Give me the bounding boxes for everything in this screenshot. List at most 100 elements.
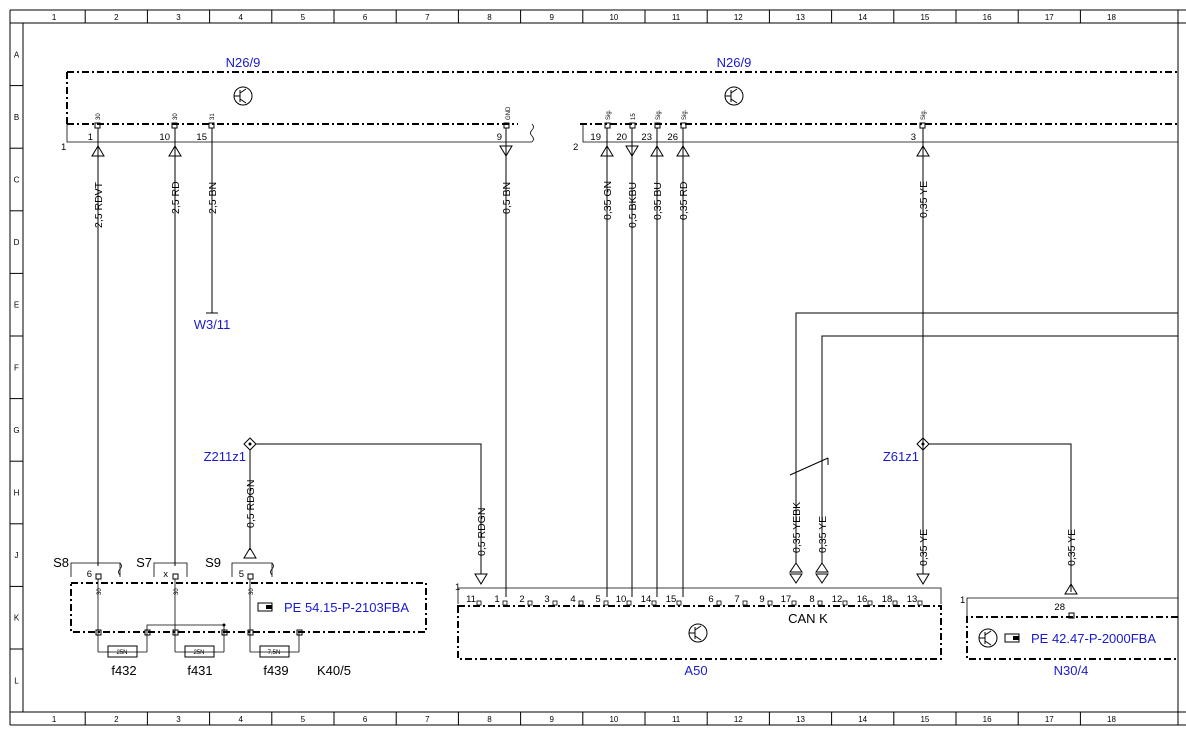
a50-pin-label: 17 xyxy=(781,594,792,605)
column-label: 7 xyxy=(425,715,430,724)
a50-pin xyxy=(791,600,797,606)
transistor-icon xyxy=(724,86,744,106)
n26-right-pin-26: Sig. 26 xyxy=(667,109,688,143)
svg-text:19: 19 xyxy=(590,132,601,143)
svg-text:28: 28 xyxy=(1054,602,1065,613)
column-label: 4 xyxy=(238,13,243,22)
svg-text:Sig.: Sig. xyxy=(682,109,688,120)
a50-pin-label: 18 xyxy=(882,594,893,605)
fuse-f431: 25N f431 xyxy=(174,632,225,678)
svg-text:20: 20 xyxy=(616,132,627,143)
n26-left-pin-1: 30 1 xyxy=(88,113,102,143)
row-label: K xyxy=(14,614,20,623)
svg-text:x: x xyxy=(163,569,168,580)
svg-text:Z211z1: Z211z1 xyxy=(204,449,246,464)
splice-z211: Z211z1 xyxy=(204,437,257,464)
a50-pin xyxy=(578,600,584,606)
column-label: 9 xyxy=(549,715,554,724)
wire-label: 0,35 YE xyxy=(918,529,930,566)
row-label: J xyxy=(15,551,19,560)
column-label: 1 xyxy=(52,13,57,22)
column-label: 14 xyxy=(858,715,867,724)
wire-label: 0,5 BKBU xyxy=(627,182,639,228)
svg-text:3: 3 xyxy=(911,132,916,143)
n26-left-block-no: 1 xyxy=(61,142,66,153)
row-label: F xyxy=(14,363,19,372)
wire-label: 2,5 RDVT xyxy=(93,181,105,228)
wire-label: 0,35 RD xyxy=(678,181,690,220)
a50-pin xyxy=(502,600,508,606)
column-label: 18 xyxy=(1107,715,1116,724)
n26-right-pin-19: Sig. 19 xyxy=(590,109,612,143)
svg-text:10: 10 xyxy=(159,132,170,143)
column-label: 2 xyxy=(114,13,119,22)
svg-text:Sig.: Sig. xyxy=(656,109,662,120)
a50-pin xyxy=(867,600,873,606)
row-label: E xyxy=(14,301,19,310)
wire-labels: 2,5 RDVT 2,5 RD 2,5 BN 0,5 BN 0,35 GN 0,… xyxy=(93,181,1078,566)
pe-ref-icon xyxy=(1004,633,1020,643)
a50-pin xyxy=(742,600,748,606)
svg-text:25N: 25N xyxy=(193,650,204,656)
row-label: B xyxy=(14,113,19,122)
a50-pin xyxy=(527,600,533,606)
column-label: 8 xyxy=(487,13,492,22)
wire-label: 2,5 BN xyxy=(207,182,219,214)
column-label: 13 xyxy=(796,13,805,22)
svg-text:7,5N: 7,5N xyxy=(268,650,281,656)
svg-text:Sig.: Sig. xyxy=(606,109,612,120)
column-label: 11 xyxy=(672,715,681,724)
column-label: 8 xyxy=(487,715,492,724)
n26-right-pin-3: Sig. 3 xyxy=(911,109,927,143)
wire-label: 0,35 YE xyxy=(1066,529,1078,566)
column-label: 15 xyxy=(920,13,929,22)
column-label: 12 xyxy=(734,13,743,22)
diagram-frame xyxy=(9,9,1186,726)
column-label: 5 xyxy=(301,13,306,22)
svg-text:25N: 25N xyxy=(116,650,127,656)
fuse-f439: 7,5N f439 xyxy=(249,632,300,678)
column-label: 11 xyxy=(672,13,681,22)
w3-ground-label: W3/11 xyxy=(194,317,231,332)
n26-left-pin-15: 31 15 xyxy=(196,113,216,143)
k40-fuse-module: S8 S7 S9 6 x 5 30 30 30 PE 54.15-P-2103F… xyxy=(53,555,427,678)
wire-label: 0,5 BN xyxy=(501,182,513,214)
n30-ref-link[interactable]: PE 42.47-P-2000FBA xyxy=(1031,631,1156,646)
fuse-f432: 25N f432 xyxy=(97,632,148,678)
a50-pin-label: 13 xyxy=(907,594,918,605)
slot-label: S8 xyxy=(53,555,69,570)
a50-pin-label: 12 xyxy=(832,594,843,605)
column-label: 12 xyxy=(734,715,743,724)
fuse-label: f432 xyxy=(111,663,136,678)
column-label: 10 xyxy=(609,715,618,724)
k40-ref-link[interactable]: PE 54.15-P-2103FBA xyxy=(284,600,409,615)
svg-text:5: 5 xyxy=(239,569,244,580)
a50-connector-arrows xyxy=(474,562,930,585)
svg-text:15: 15 xyxy=(631,113,637,120)
a50-pin-label: 7 xyxy=(734,594,739,605)
svg-text:Z61z1: Z61z1 xyxy=(883,449,919,464)
a50-pin-label: 5 xyxy=(595,594,600,605)
a50-pin xyxy=(626,600,632,606)
svg-text:31: 31 xyxy=(210,113,216,120)
a50-pin-label: 2 xyxy=(519,594,524,605)
n26-left-label: N26/9 xyxy=(226,55,261,70)
k40-label: K40/5 xyxy=(317,663,351,678)
n26-right-label: N26/9 xyxy=(717,55,752,70)
a50-pin xyxy=(892,600,898,606)
a50-pin-label: 10 xyxy=(616,594,627,605)
row-label: A xyxy=(14,50,20,59)
column-label: 10 xyxy=(609,13,618,22)
a50-label: A50 xyxy=(684,663,707,678)
transistor-icon xyxy=(688,623,708,643)
svg-text:GND: GND xyxy=(506,106,512,120)
wire-label: 0,5 RDGN xyxy=(245,480,257,528)
slot-label: S7 xyxy=(136,555,152,570)
fuse-label: f439 xyxy=(263,663,288,678)
splice-z61: Z61z1 xyxy=(883,437,930,464)
row-label: C xyxy=(14,176,20,185)
svg-text:23: 23 xyxy=(641,132,652,143)
